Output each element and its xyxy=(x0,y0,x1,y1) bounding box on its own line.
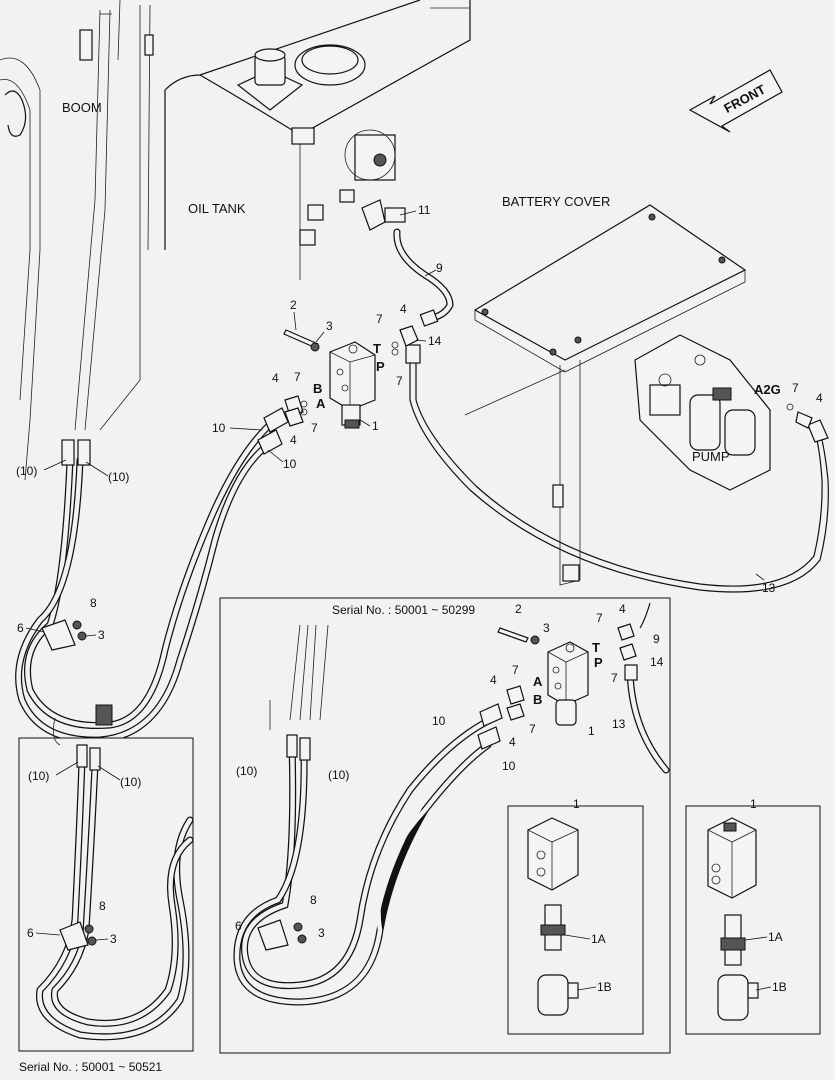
callout-1: 1 xyxy=(750,797,757,811)
callout-1a: 1A xyxy=(591,932,606,946)
callout-10p: (10) xyxy=(120,775,141,789)
callout-7: 7 xyxy=(611,671,618,685)
main-callouts: 11 9 2 3 4 7 14 T P 7 B A 4 7 7 4 1 10 1… xyxy=(16,203,823,642)
callout-1b: 1B xyxy=(772,980,787,994)
callout-14: 14 xyxy=(650,655,664,669)
battery-cover-label: BATTERY COVER xyxy=(502,194,610,209)
callout-4: 4 xyxy=(272,371,279,385)
callout-3: 3 xyxy=(326,319,333,333)
callout-7: 7 xyxy=(311,421,318,435)
callout-13: 13 xyxy=(762,581,776,595)
callout-7: 7 xyxy=(396,374,403,388)
callout-11: 11 xyxy=(418,203,431,217)
callout-4: 4 xyxy=(816,391,823,405)
callout-9: 9 xyxy=(653,632,660,646)
port-t: T xyxy=(373,341,381,356)
callout-10p: (10) xyxy=(16,464,37,478)
oil-tank: OIL TANK xyxy=(164,0,471,280)
callout-4: 4 xyxy=(400,302,407,316)
callout-4: 4 xyxy=(509,735,516,749)
boom-bracket xyxy=(79,29,93,61)
callout-3: 3 xyxy=(543,621,550,635)
hose-clamp xyxy=(41,619,76,651)
callout-6: 6 xyxy=(27,926,34,940)
callout-8: 8 xyxy=(90,596,97,610)
callout-10p: (10) xyxy=(328,768,349,782)
callout-7: 7 xyxy=(376,312,383,326)
boom-structure: BOOM xyxy=(0,0,154,481)
port-a2g: A2G xyxy=(754,382,781,397)
callout-7: 7 xyxy=(512,663,519,677)
callout-1: 1 xyxy=(588,724,595,738)
callout-10p: (10) xyxy=(28,769,49,783)
callout-2: 2 xyxy=(515,602,522,616)
callout-9: 9 xyxy=(436,261,443,275)
callout-7: 7 xyxy=(529,722,536,736)
port-b: B xyxy=(533,692,542,707)
callout-3: 3 xyxy=(110,932,117,946)
callout-7: 7 xyxy=(294,370,301,384)
callout-7: 7 xyxy=(596,611,603,625)
callout-4: 4 xyxy=(290,433,297,447)
callout-3: 3 xyxy=(98,628,105,642)
port-p: P xyxy=(594,655,603,670)
inset-serial-50299: Serial No. : 50001 ~ 50299 xyxy=(219,597,671,1054)
pump-label: PUMP xyxy=(692,449,730,464)
callout-8: 8 xyxy=(99,899,106,913)
pump: PUMP xyxy=(634,334,771,491)
oil-tank-label: OIL TANK xyxy=(188,201,246,216)
boom-label: BOOM xyxy=(62,100,102,115)
callout-1: 1 xyxy=(372,419,379,433)
solenoid-coil-1b xyxy=(537,974,569,1016)
callout-10: 10 xyxy=(283,457,297,471)
solenoid-coil-1b xyxy=(717,974,749,1021)
inset-boom-hoses: (10) (10) 8 6 3 xyxy=(18,717,194,1052)
callout-14: 14 xyxy=(428,334,442,348)
callout-2: 2 xyxy=(290,298,297,312)
port-a: A xyxy=(533,674,543,689)
serial-bottom-label: Serial No. : 50001 ~ 50521 xyxy=(19,1060,162,1074)
port-a: A xyxy=(316,396,326,411)
callout-10: 10 xyxy=(432,714,446,728)
callout-1a: 1A xyxy=(768,930,783,944)
callout-6: 6 xyxy=(17,621,24,635)
battery-cover: BATTERY COVER xyxy=(464,194,747,586)
tee-fitting xyxy=(361,199,386,231)
callout-10p: (10) xyxy=(236,764,257,778)
callout-1: 1 xyxy=(573,797,580,811)
callout-4: 4 xyxy=(490,673,497,687)
callout-8: 8 xyxy=(310,893,317,907)
front-arrow: FRONT xyxy=(688,69,783,133)
port-p: P xyxy=(376,359,385,374)
port-b: B xyxy=(313,381,322,396)
callout-7: 7 xyxy=(792,381,799,395)
port-t: T xyxy=(592,640,600,655)
callout-4: 4 xyxy=(619,602,626,616)
serial-inset-label: Serial No. : 50001 ~ 50299 xyxy=(332,603,475,617)
main-hose-assembly xyxy=(15,228,829,744)
callout-6: 6 xyxy=(235,919,242,933)
callout-3: 3 xyxy=(318,926,325,940)
detail-box-1b: 1 1A 1B xyxy=(685,797,821,1035)
solenoid-valve xyxy=(257,325,419,455)
callout-10p: (10) xyxy=(108,470,129,484)
callout-1b: 1B xyxy=(597,980,612,994)
callout-13: 13 xyxy=(612,717,626,731)
callout-10: 10 xyxy=(212,421,226,435)
callout-10: 10 xyxy=(502,759,516,773)
